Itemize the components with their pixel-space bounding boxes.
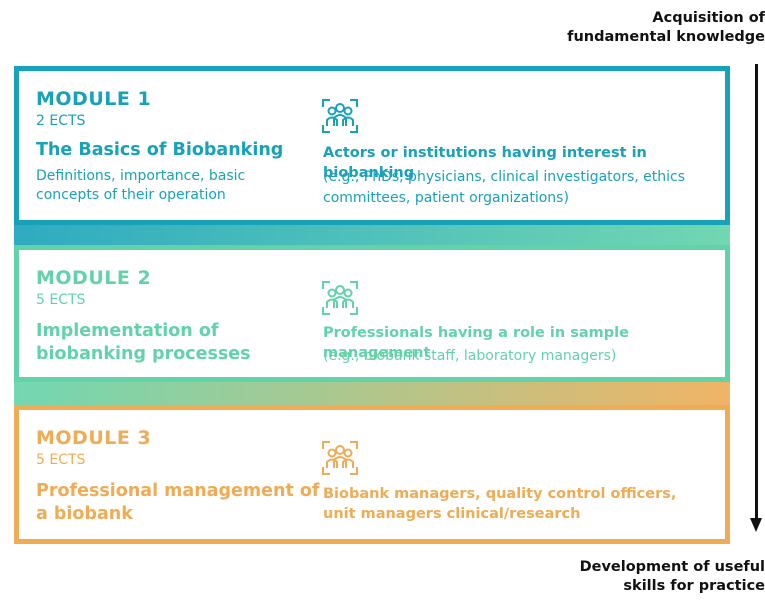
module-ects: 2 ECTS	[36, 113, 86, 129]
module-title: MODULE 3	[36, 427, 152, 449]
axis-top-line-1: Acquisition of	[652, 10, 765, 26]
audience-title: Biobank managers, quality control office…	[323, 486, 677, 522]
axis-bottom-line-2: skills for practice	[623, 578, 765, 594]
axis-bottom-line-1: Development of useful	[579, 559, 765, 575]
module-title: MODULE 2	[36, 267, 152, 289]
module-ects: 5 ECTS	[36, 292, 86, 308]
progression-arrow-line	[755, 64, 758, 520]
module-3-box: MODULE 3 5 ECTS Professional management …	[14, 405, 730, 544]
connector-2-3	[14, 382, 730, 405]
progression-arrow-head-icon	[750, 518, 762, 532]
axis-bottom-label: Development of useful skills for practic…	[580, 558, 765, 596]
connector-1-2	[14, 225, 730, 245]
module-description: Definitions, importance, basic concepts …	[36, 168, 246, 203]
module-heading: Professional management of a biobank	[36, 481, 320, 524]
audience-title: Actors or institutions having interest i…	[323, 145, 647, 181]
axis-top-label: Acquisition of fundamental knowledge	[567, 9, 765, 47]
module-title: MODULE 1	[36, 88, 152, 110]
module-1-box: MODULE 1 2 ECTS The Basics of Biobanking…	[14, 66, 730, 225]
module-2-box: MODULE 2 5 ECTS Implementation of bioban…	[14, 245, 730, 382]
module-heading: Implementation of biobanking processes	[36, 321, 251, 364]
people-group-icon	[322, 281, 358, 315]
people-group-icon	[322, 99, 358, 133]
audience-description: (e.g., PhDs, physicians, clinical invest…	[323, 169, 686, 206]
module-heading: The Basics of Biobanking	[36, 140, 284, 160]
axis-top-line-2: fundamental knowledge	[567, 29, 765, 45]
people-group-icon	[322, 441, 358, 475]
audience-description: (e.g., biobank staff, laboratory manager…	[323, 348, 617, 364]
module-ects: 5 ECTS	[36, 452, 86, 468]
audience-title: Professionals having a role in sample ma…	[323, 325, 629, 361]
